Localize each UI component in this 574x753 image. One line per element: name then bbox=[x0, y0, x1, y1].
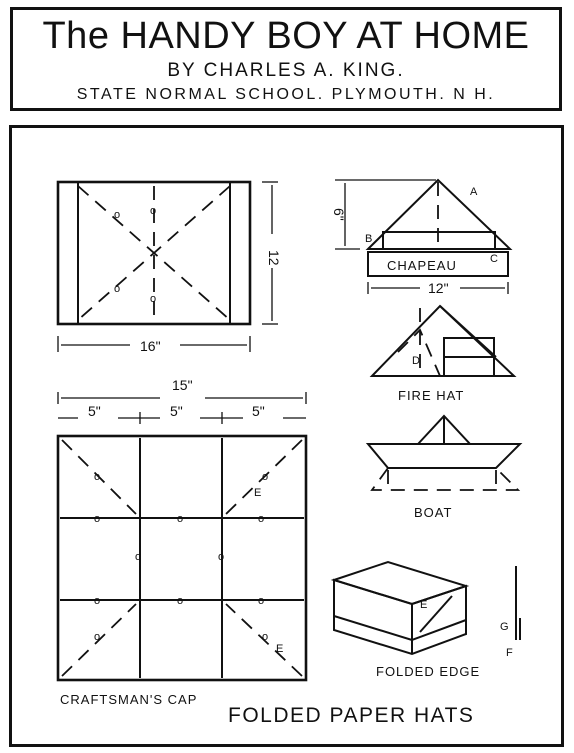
svg-text:o: o bbox=[177, 595, 183, 607]
svg-text:o: o bbox=[94, 595, 100, 607]
fire-hat-diagram: D FIRE HAT bbox=[369, 304, 517, 403]
title-block: The HANDY BOY AT HOME BY CHARLES A. KING… bbox=[10, 7, 562, 111]
boat-hull bbox=[365, 443, 523, 469]
chapeau-label: CHAPEAU bbox=[387, 258, 457, 273]
cap-sheet-outline bbox=[56, 434, 308, 682]
folded-edge-point-g: G bbox=[500, 621, 509, 633]
svg-text:o: o bbox=[218, 551, 224, 563]
book-title: The HANDY BOY AT HOME bbox=[42, 15, 530, 57]
cap-segment-3-label: 5" bbox=[252, 403, 265, 419]
svg-text:o: o bbox=[94, 513, 100, 525]
boat-diagram: BOAT bbox=[365, 414, 523, 520]
svg-text:o: o bbox=[114, 283, 120, 295]
caption: FOLDED PAPER HATS bbox=[228, 704, 474, 727]
cap-segment-2-label: 5" bbox=[170, 403, 183, 419]
point-c: C bbox=[490, 253, 498, 265]
folded-edge-point-f: F bbox=[506, 647, 513, 659]
craftsmans-cap-diagram: 15" 5" 5" 5" o o o o o o o o o o o o E E… bbox=[56, 377, 308, 707]
svg-text:o: o bbox=[94, 631, 100, 643]
chapeau-height-label: 6" bbox=[331, 208, 347, 221]
svg-text:o: o bbox=[262, 631, 268, 643]
boat-label: BOAT bbox=[414, 505, 452, 520]
sheet-diagonal-2 bbox=[77, 185, 231, 321]
svg-text:o: o bbox=[258, 595, 264, 607]
svg-text:o: o bbox=[150, 205, 156, 217]
point-d: D bbox=[412, 355, 420, 367]
chapeau-brim bbox=[382, 231, 496, 250]
school-line: STATE NORMAL SCHOOL. PLYMOUTH. N H. bbox=[76, 86, 496, 103]
cap-total-label: 15" bbox=[172, 377, 193, 393]
cap-segment-1-label: 5" bbox=[88, 403, 101, 419]
svg-text:o: o bbox=[258, 513, 264, 525]
chapeau-width-label: 12" bbox=[428, 280, 449, 296]
svg-text:o: o bbox=[94, 471, 100, 483]
cap-point-e-bottom: E bbox=[276, 643, 283, 655]
chapeau-triangle bbox=[365, 178, 513, 250]
sheet-16x12-diagram: o o o o 12 16" bbox=[56, 180, 282, 354]
craftsmans-cap-label: CRAFTSMAN'S CAP bbox=[60, 692, 197, 707]
cap-point-e-top: E bbox=[254, 487, 261, 499]
svg-text:o: o bbox=[177, 513, 183, 525]
svg-text:o: o bbox=[114, 209, 120, 221]
folded-edge-label: FOLDED EDGE bbox=[376, 664, 480, 679]
svg-text:o: o bbox=[135, 551, 141, 563]
svg-text:o: o bbox=[262, 471, 268, 483]
sheet-outline bbox=[56, 180, 252, 326]
folded-edge-point-e: E bbox=[420, 599, 427, 611]
fire-hat-label: FIRE HAT bbox=[398, 388, 464, 403]
illustration-panel bbox=[9, 125, 564, 747]
svg-text:o: o bbox=[150, 293, 156, 305]
folded-edge-diagram: E G F FOLDED EDGE bbox=[330, 560, 521, 679]
sheet-width-label: 16" bbox=[140, 338, 161, 354]
point-b: B bbox=[365, 233, 372, 245]
chapeau-diagram: A B C CHAPEAU 6" 12" bbox=[331, 178, 513, 296]
point-a: A bbox=[470, 186, 478, 198]
sheet-height-label: 12 bbox=[266, 250, 282, 266]
author-line: BY CHARLES A. KING. bbox=[167, 60, 405, 81]
